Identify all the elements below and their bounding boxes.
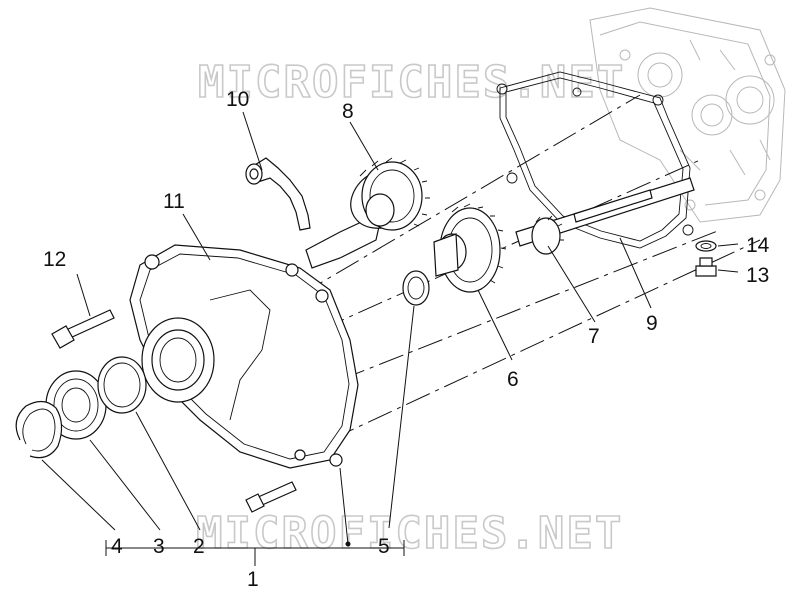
drive-shaft: [515, 177, 695, 255]
callout-13: 13: [746, 264, 769, 287]
lower-bolt: [245, 481, 297, 513]
callout-8: 8: [342, 100, 354, 123]
oil-seal: [402, 270, 430, 306]
gasket: [496, 71, 694, 249]
oil-pipe: [245, 157, 311, 231]
intermediate-gear: [433, 203, 507, 293]
callout-1: 1: [247, 568, 259, 591]
callout-10: 10: [226, 88, 249, 111]
circlip: [15, 400, 63, 459]
callout-3: 3: [153, 535, 165, 558]
callout-dot: [345, 541, 351, 547]
transmission-housing: [589, 7, 786, 223]
output-shaft-gear: [305, 157, 430, 269]
callout-6: 6: [507, 368, 519, 391]
seal-ring: [97, 356, 147, 414]
callout-9: 9: [646, 312, 658, 335]
callout-5: 5: [378, 535, 390, 558]
drain-plug: [695, 240, 717, 277]
leader-lines: [41, 111, 739, 566]
assembly-axes: [299, 94, 761, 441]
cover-bolt: [51, 309, 115, 349]
watermark-bottom: MICROFICHES.NET: [196, 508, 623, 559]
callout-14: 14: [746, 234, 770, 257]
watermark-top: MICROFICHES.NET: [198, 57, 625, 108]
callout-12: 12: [43, 248, 66, 271]
callout-4: 4: [111, 535, 123, 558]
callout-7: 7: [588, 325, 600, 348]
callout-11: 11: [163, 190, 185, 213]
callout-2: 2: [193, 535, 205, 558]
transmission-cover: [129, 244, 359, 469]
